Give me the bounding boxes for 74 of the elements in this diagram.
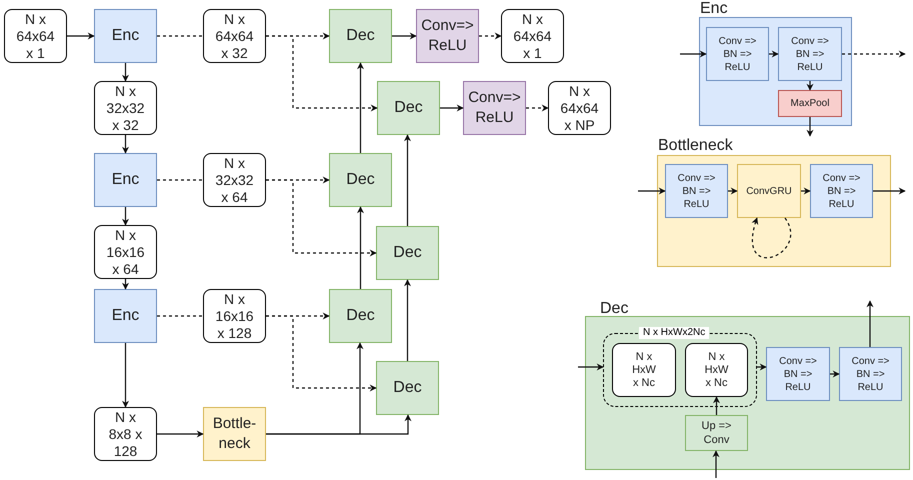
- arrow: [757, 364, 767, 370]
- arrow: [122, 279, 129, 290]
- arrow: [122, 135, 129, 154]
- arrow: [440, 104, 464, 112]
- arrow: [830, 370, 840, 378]
- module-title: Bottleneck: [658, 137, 733, 155]
- conv-relu-block: Conv=> ReLU: [416, 9, 479, 63]
- arrow: [357, 62, 364, 153]
- arrow: [806, 81, 814, 91]
- tensor-shape-box: N x 64x64 x 1: [501, 9, 564, 63]
- maxpool-block: MaxPool: [778, 90, 842, 117]
- decoder-block: Dec: [376, 361, 439, 415]
- upconv-block: Up => Conv: [685, 415, 748, 451]
- tensor-shape-box: N x HxW x Nc: [685, 343, 748, 397]
- encoder-block: Enc: [94, 289, 157, 343]
- conv-bn-relu-block: Conv => BN => ReLU: [706, 27, 769, 81]
- tensor-shape-box: N x 16x16 x 64: [94, 225, 157, 279]
- encoder-block: Enc: [94, 153, 157, 207]
- tensor-shape-box: N x 16x16 x 128: [203, 289, 266, 343]
- arrow: [357, 206, 364, 289]
- arrow: [479, 32, 502, 40]
- arrow: [67, 32, 95, 40]
- arrow: [769, 50, 779, 58]
- tensor-shape-box: N x 64x64 x NP: [548, 81, 611, 135]
- module-title: Dec: [600, 300, 628, 318]
- decoder-block: Dec: [329, 289, 392, 343]
- decoder-block: Dec: [376, 226, 439, 280]
- arrow: [866, 300, 874, 347]
- arrow: [404, 134, 411, 226]
- tensor-shape-box: N x HxW x Nc: [612, 343, 676, 397]
- convgru-block: ConvGRU: [737, 164, 801, 218]
- connector-line: [157, 35, 203, 37]
- conv-relu-block: Conv=> ReLU: [463, 81, 526, 135]
- conv-bn-relu-block: Conv => BN => ReLU: [778, 27, 842, 81]
- arrow: [801, 188, 811, 194]
- arrow: [638, 188, 666, 194]
- module-title: Enc: [700, 0, 728, 18]
- arrow: [157, 430, 204, 438]
- tensor-shape-box: N x 64x64 x 1: [4, 9, 67, 63]
- tensor-shape-box: N x 64x64 x 32: [203, 9, 266, 63]
- arrow: [122, 343, 129, 408]
- arrow: [404, 279, 411, 361]
- arrow: [266, 179, 377, 256]
- arrow: [266, 35, 378, 112]
- loop-arrow: [752, 217, 792, 258]
- arrow: [122, 207, 129, 226]
- arrow: [392, 32, 417, 40]
- conv-bn-relu-block: Conv => BN => ReLU: [766, 347, 830, 401]
- arrow: [712, 450, 720, 478]
- arrow: [266, 315, 377, 392]
- bottleneck-block: Bottle- neck: [203, 407, 266, 461]
- conv-bn-relu-block: Conv => BN => ReLU: [665, 164, 728, 218]
- decoder-block: Dec: [329, 153, 392, 207]
- arrow: [578, 364, 604, 370]
- arrow: [842, 50, 906, 58]
- group-label: N x HxWx2Nc: [639, 327, 710, 339]
- decoder-block: Dec: [377, 81, 440, 135]
- tensor-shape-box: N x 32x32 x 32: [94, 81, 157, 135]
- arrow: [728, 188, 738, 194]
- decoder-block: Dec: [329, 9, 392, 63]
- conv-bn-relu-block: Conv => BN => ReLU: [810, 164, 873, 218]
- tensor-shape-box: N x 8x8 x 128: [94, 407, 157, 461]
- arrow: [873, 188, 906, 194]
- connector-line: [157, 179, 203, 181]
- arrow: [122, 63, 129, 82]
- arrow: [806, 117, 814, 137]
- arrow: [680, 50, 707, 58]
- arrow: [526, 104, 549, 112]
- tensor-shape-box: N x 32x32 x 64: [203, 153, 266, 207]
- connector-line: [157, 315, 203, 317]
- arrow: [713, 396, 720, 415]
- encoder-block: Enc: [94, 9, 157, 63]
- arrow: [266, 414, 412, 435]
- conv-bn-relu-block: Conv => BN => ReLU: [839, 347, 902, 401]
